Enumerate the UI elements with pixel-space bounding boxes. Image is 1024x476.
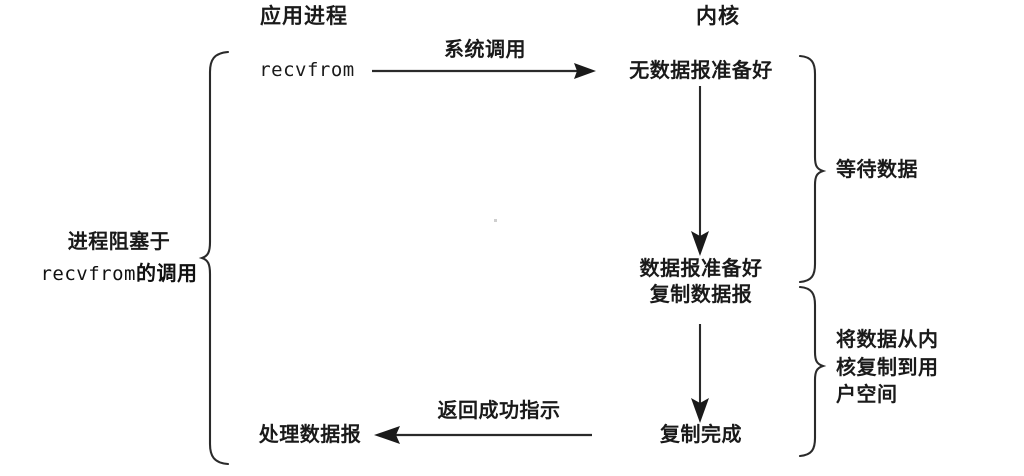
kernel-datagram-ready-group: 数据报准备好 复制数据报 [612,256,790,306]
right-brace-wait [798,54,827,284]
left-bracket-label-line2: recvfrom的调用 [36,257,202,286]
right-bracket-copy-label-line2: 核复制到用 [836,354,939,379]
left-brace [198,50,230,466]
kernel-no-datagram-ready: 无数据报准备好 [629,58,773,82]
kernel-copy-complete: 复制完成 [660,422,742,446]
kernel-datagram-ready: 数据报准备好 [639,256,763,280]
scan-speck [494,219,497,222]
arrow-return-label: 返回成功指示 [437,398,561,422]
left-bracket-label: 进程阻塞于 recvfrom的调用 [36,229,202,286]
header-application-process: 应用进程 [260,4,348,28]
kernel-copy-datagram: 复制数据报 [649,281,753,306]
arrow-kernel-wait [691,86,709,256]
left-bracket-label-line1: 进程阻塞于 [67,229,171,253]
app-process-datagram: 处理数据报 [258,422,362,446]
app-call-recvfrom: recvfrom [259,59,355,81]
arrow-syscall-label: 系统调用 [444,37,526,61]
header-kernel: 内核 [696,4,740,28]
arrow-kernel-copy [691,324,709,423]
right-brace-copy [798,285,827,458]
right-bracket-copy-label-line3: 户空间 [836,382,898,407]
right-bracket-wait-label: 等待数据 [836,157,918,181]
right-bracket-copy-label-line1: 将数据从内 [836,327,939,351]
left-bracket-label-line2-mono: recvfrom [40,262,136,285]
right-bracket-copy-label: 将数据从内 核复制到用 户空间 [836,327,939,407]
arrow-return [374,426,592,444]
arrow-syscall [372,63,596,79]
left-bracket-label-line2-cjk: 的调用 [136,260,198,285]
